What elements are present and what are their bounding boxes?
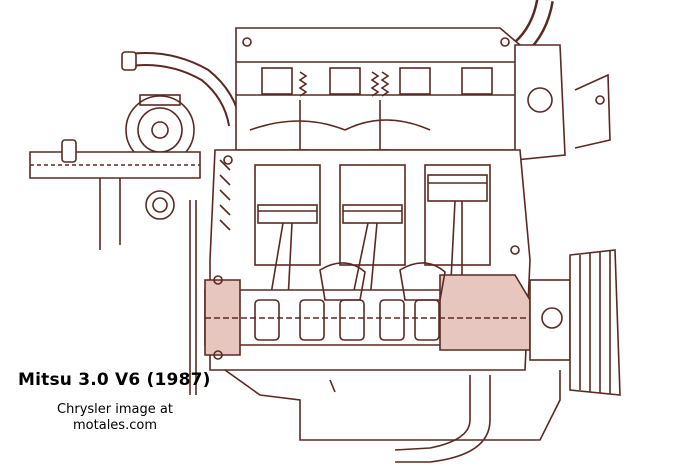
caption-title: Mitsu 3.0 V6 (1987) — [18, 370, 211, 390]
fasteners — [213, 37, 520, 360]
oil-pan — [224, 369, 561, 463]
crank-pulley — [529, 249, 621, 396]
caption-credit-line: Chrysler image at — [57, 402, 173, 417]
cylinder-head — [235, 27, 521, 151]
timing-cover — [514, 44, 611, 161]
crankshaft — [204, 262, 560, 356]
caption-credit-source: motales.com — [73, 418, 157, 433]
intake-pipe — [513, 0, 554, 55]
coolant-hose — [121, 51, 242, 127]
dipstick — [189, 200, 197, 395]
caption-credit: Chrysler image at motales.com — [40, 402, 190, 434]
mounting-bracket — [29, 139, 201, 250]
